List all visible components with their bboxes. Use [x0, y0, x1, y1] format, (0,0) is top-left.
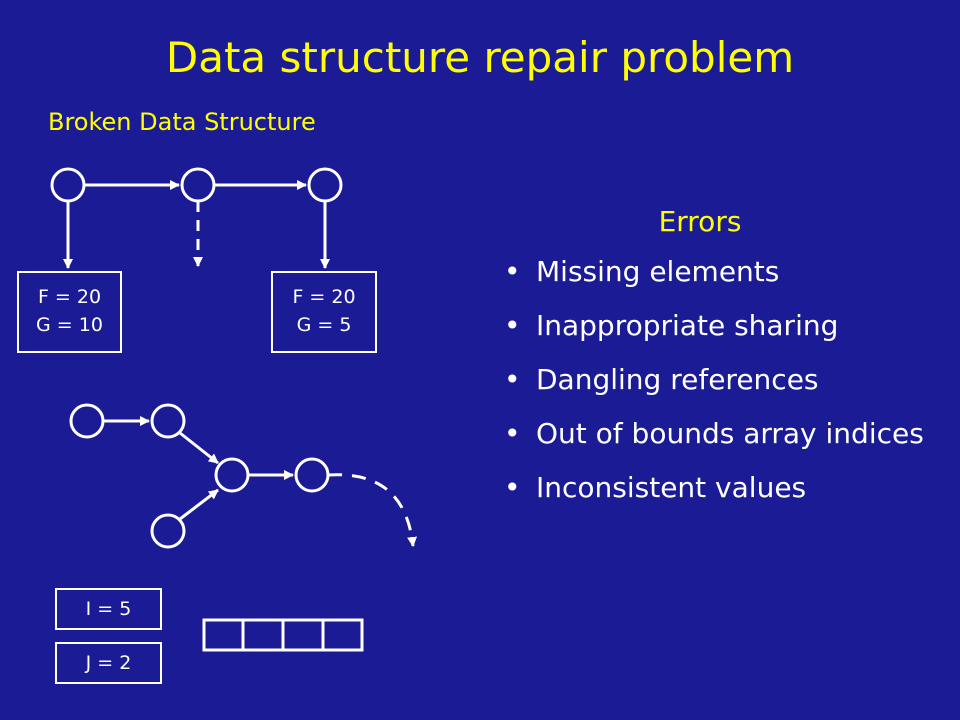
record-right-f: F = 20	[292, 286, 356, 308]
shared-node-b	[150, 403, 186, 439]
record-left-f: F = 20	[37, 286, 102, 308]
errors-list: •Missing elements •Inappropriate sharing…	[500, 254, 940, 524]
variable-j: J = 2	[55, 642, 162, 684]
list-node-3	[307, 167, 343, 203]
list-node-2	[180, 167, 216, 203]
record-right: F = 20 G = 5	[271, 271, 377, 353]
errors-heading: Errors	[658, 205, 742, 238]
shared-node-a	[69, 403, 105, 439]
record-left: F = 20 G = 10	[17, 271, 122, 353]
slide-title: Data structure repair problem	[165, 33, 795, 82]
variable-i: I = 5	[55, 588, 162, 630]
dangling-reference	[327, 473, 418, 547]
shared-node-d	[214, 457, 250, 493]
error-item: •Inconsistent values	[504, 471, 807, 504]
pointer-b-d	[179, 431, 219, 465]
shared-node-e	[294, 457, 330, 493]
error-item: •Out of bounds array indices	[504, 417, 924, 450]
record-right-g: G = 5	[296, 314, 352, 336]
shared-node-c	[150, 513, 186, 549]
list-node-1	[50, 167, 86, 203]
record-left-g: G = 10	[36, 314, 103, 336]
error-item: •Inappropriate sharing	[504, 309, 839, 342]
pointer-c-d	[179, 488, 219, 521]
diagram-subtitle: Broken Data Structure	[48, 108, 316, 136]
error-item: •Dangling references	[504, 363, 819, 396]
error-item: •Missing elements	[504, 255, 780, 288]
